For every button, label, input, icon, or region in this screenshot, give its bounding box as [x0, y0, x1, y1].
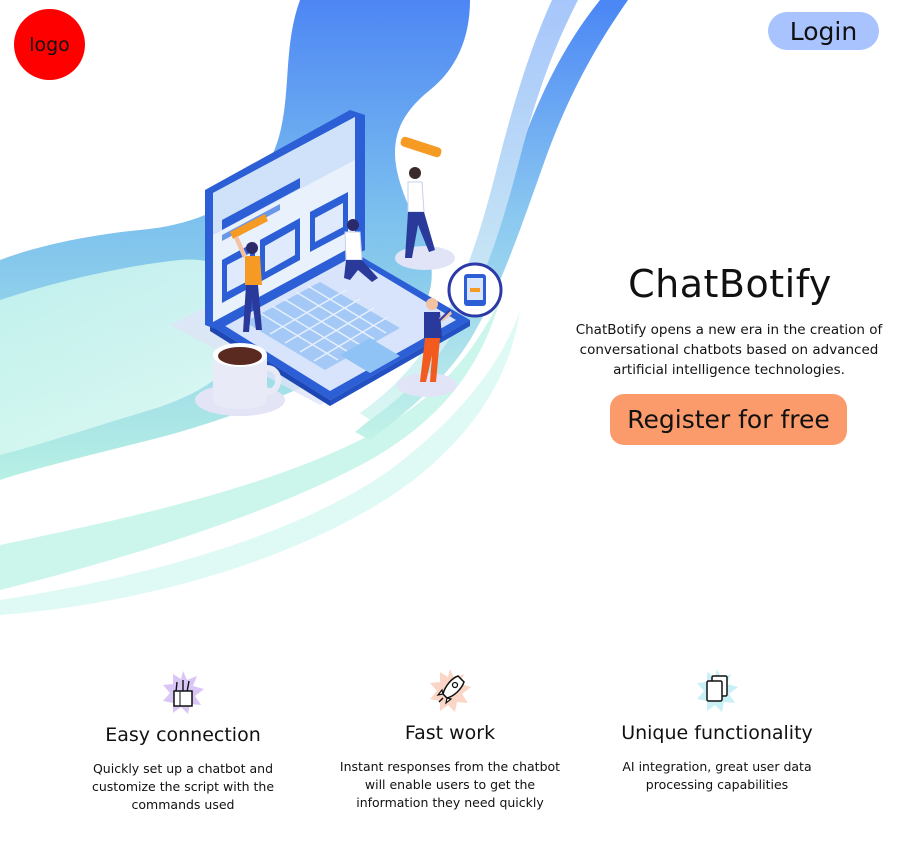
register-button[interactable]: Register for free	[610, 394, 847, 445]
logo[interactable]: logo	[14, 9, 85, 80]
login-button[interactable]: Login	[768, 12, 879, 50]
laptop-illustration	[170, 110, 503, 416]
feature-title: Unique functionality	[621, 722, 813, 744]
pencil-cup-icon	[163, 671, 204, 714]
feature-unique-functionality: Unique functionality AI integration, gre…	[592, 666, 842, 794]
feature-fast-work: Fast work Instant responses from the cha…	[325, 666, 575, 812]
hero-title: ChatBotify	[628, 262, 832, 306]
feature-description: AI integration, great user data processi…	[622, 759, 812, 792]
documents-icon	[697, 669, 738, 712]
feature-title: Easy connection	[105, 724, 261, 746]
logo-label: logo	[29, 33, 70, 56]
feature-description: Instant responses from the chatbot will …	[339, 759, 561, 810]
hero-description: ChatBotify opens a new era in the creati…	[575, 322, 883, 378]
feature-description: Quickly set up a chatbot and customize t…	[91, 761, 275, 812]
rocket-icon	[430, 669, 471, 712]
feature-title: Fast work	[404, 722, 496, 744]
register-label: Register for free	[627, 405, 830, 434]
feature-easy-connection: Easy connection Quickly set up a chatbot…	[58, 668, 308, 814]
login-label: Login	[789, 16, 858, 46]
